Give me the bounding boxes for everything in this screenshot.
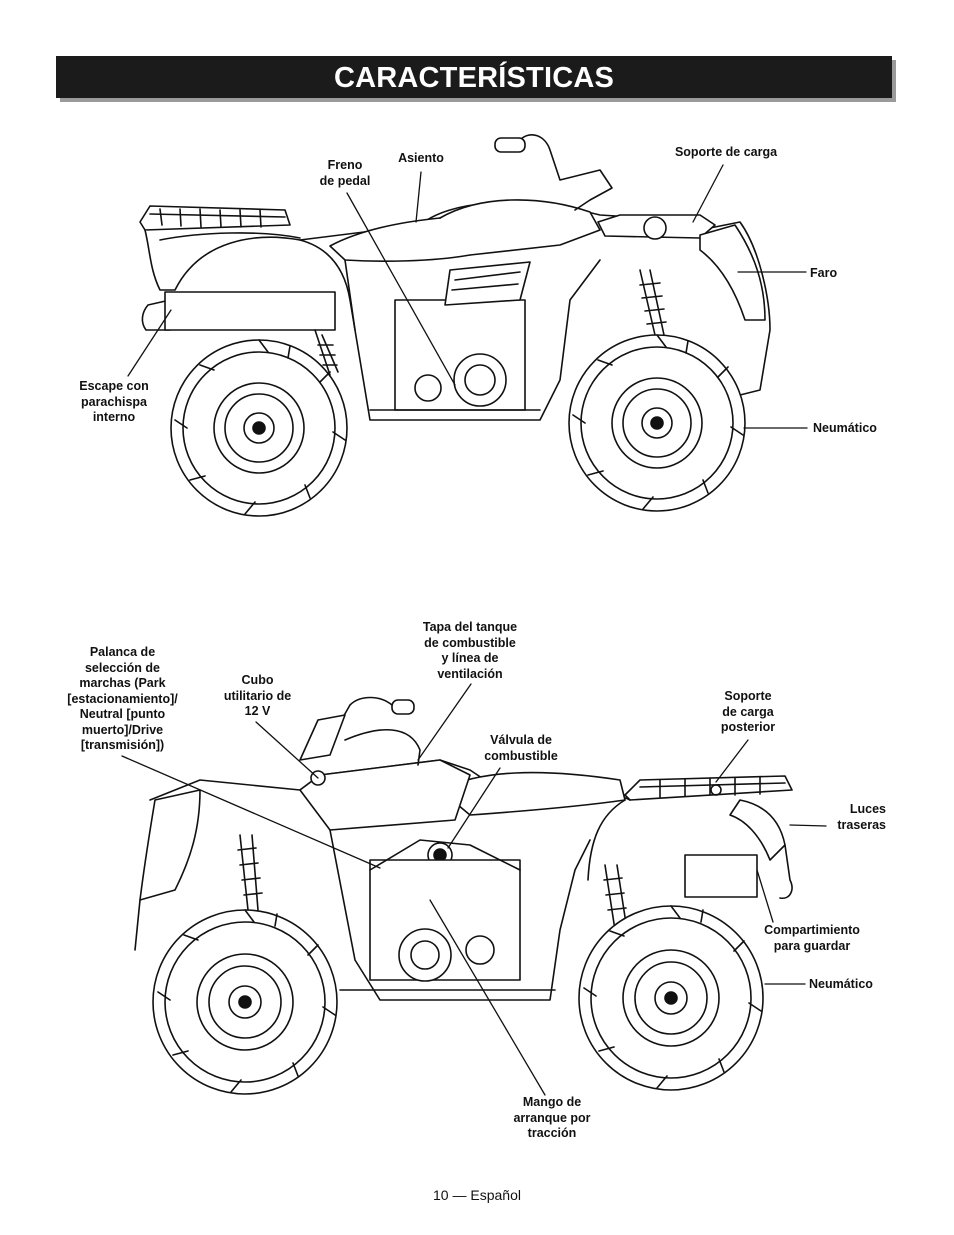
label-palanca-marchas: Palanca de selección de marchas (Park [e… bbox=[67, 645, 178, 752]
bottom-seat bbox=[439, 771, 626, 816]
top-headlight bbox=[699, 224, 766, 321]
label-valvula-combustible: Válvula de combustible bbox=[484, 733, 558, 763]
page-footer: 10 — Español bbox=[433, 1187, 521, 1203]
label-soporte-de-carga: Soporte de carga bbox=[674, 145, 778, 159]
page-title: CARACTERÍSTICAS bbox=[333, 62, 615, 94]
top-leader-lines bbox=[127, 164, 808, 429]
bottom-fuel-tank bbox=[299, 759, 471, 831]
top-engine bbox=[394, 261, 531, 411]
bottom-leader-lines bbox=[121, 683, 827, 1096]
label-compartimiento: Compartimiento para guardar bbox=[764, 923, 860, 953]
label-freno-de-pedal: Freno de pedal bbox=[319, 158, 371, 188]
bottom-engine bbox=[369, 839, 521, 982]
bottom-rear-wheel bbox=[578, 905, 764, 1091]
bottom-front-shock bbox=[237, 834, 263, 911]
top-front-wheel bbox=[568, 334, 746, 512]
label-tapa-tanque: Tapa del tanque de combustible y línea d… bbox=[422, 620, 518, 681]
top-rear-wheel bbox=[170, 339, 348, 517]
label-escape: Escape con parachispa interno bbox=[79, 379, 149, 424]
bottom-front-wheel bbox=[152, 909, 338, 1095]
label-asiento: Asiento bbox=[398, 151, 444, 165]
top-front-shock bbox=[639, 269, 667, 336]
bottom-rear-rack bbox=[624, 775, 793, 801]
label-luces-traseras: Luces traseras bbox=[837, 802, 886, 832]
bottom-taillight bbox=[729, 799, 786, 861]
bottom-storage-compartment bbox=[684, 854, 758, 898]
section-title-bar: CARACTERÍSTICAS bbox=[56, 56, 892, 98]
bottom-front-fairing bbox=[139, 789, 201, 901]
label-faro: Faro bbox=[810, 266, 838, 280]
label-cubo-12v: Cubo utilitario de 12 V bbox=[223, 673, 292, 718]
top-rear-rack bbox=[139, 205, 291, 231]
label-neumatico-bottom: Neumático bbox=[809, 977, 873, 991]
label-mango-arranque: Mango de arranque por tracción bbox=[513, 1095, 591, 1140]
bottom-rear-shock bbox=[603, 864, 628, 931]
label-neumatico-top: Neumático bbox=[813, 421, 877, 435]
top-handlebars bbox=[519, 134, 613, 211]
label-soporte-carga-posterior: Soporte de carga posterior bbox=[720, 689, 776, 734]
